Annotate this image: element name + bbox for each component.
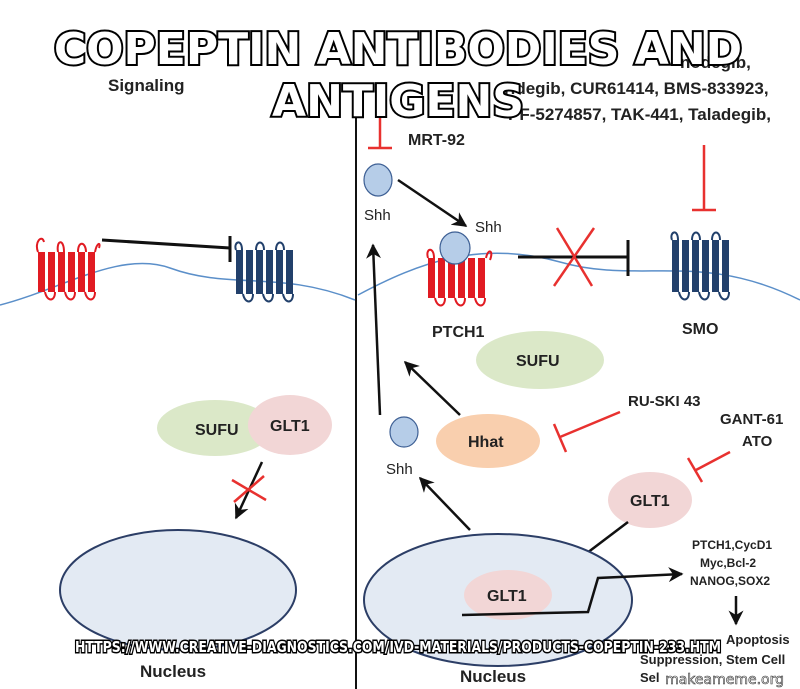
meme-top-line2: ANTIGENS [272,76,524,127]
targets-line3: NANOG,SOX2 [690,574,770,588]
secretion-arrow [366,243,382,416]
hhat-ellipse [436,414,540,468]
shh-bound-circle [439,231,471,265]
left-nucleus-label: Nucleus [140,662,206,681]
outcome-suppression: Suppression, [640,652,722,667]
ato-label: ATO [742,433,773,450]
left-smo-receptor [234,241,294,303]
left-ptch1-receptor [35,237,101,301]
glt1-cyto-ellipse [608,472,692,528]
left-glt1-label: GLT1 [270,418,310,435]
left-nucleus [59,529,297,651]
shh-bound-label: Shh [475,219,502,236]
ruski-label: RU-SKI 43 [628,393,701,410]
right-sufu-label: SUFU [516,353,560,370]
targets-line1: PTCH1,CycD1 [692,538,772,552]
left-sufu-ellipse [157,400,273,456]
ptch1-label: PTCH1 [432,324,485,341]
mrt-label: MRT-92 [408,132,465,149]
outcome-stem: Stem Cell [726,652,785,667]
glt1-cyto-label: GLT1 [630,493,670,510]
glt1-nuc-ellipse [464,570,552,620]
hhat-to-shh-arrow [403,360,461,416]
right-sufu-ellipse [476,331,604,389]
right-membrane [357,252,800,301]
gant-inhibitor-bar [686,457,704,483]
gant-label: GANT-61 [720,411,783,428]
right-smo-receptor [670,231,730,301]
ptch-inhibits-smo-line [101,238,231,250]
shh-top-label: Shh [364,207,391,224]
outcome-apoptosis: Apoptosis [726,632,790,647]
watermark: makeameme.org [665,672,784,688]
signaling-label: Signaling [108,76,185,95]
ruski-inhibitor-line [559,410,621,439]
drug-list-line1: nodegib, [680,53,751,72]
right-ptch1-receptor [426,248,493,307]
smo-label: SMO [682,321,718,338]
shh-free-label: Shh [386,461,413,478]
shh-top-circle [363,163,393,197]
hhat-label: Hhat [468,434,504,451]
gant-inhibitor-line [695,450,731,472]
transcription-arrow [461,567,684,617]
shh-free-circle [389,416,419,448]
glt1-nuc-label: GLT1 [487,588,527,605]
left-glt1-ellipse [248,395,332,455]
ruski-inhibitor-bar [552,423,568,453]
right-nucleus-label: Nucleus [460,667,526,686]
shh-to-ptch-arrow [397,178,468,228]
meme-bottom-url: HTTPS://WWW.CREATIVE-DIAGNOSTICS.COM/IVD… [75,638,721,656]
meme-top-line1: COPEPTIN ANTIBODIES AND [54,24,742,75]
drug-list-line3: PF-5274857, TAK-441, Taladegib, [508,105,771,124]
left-membrane [0,262,356,306]
outcome-self: Sel [640,670,660,685]
targets-line2: Myc,Bcl-2 [700,556,756,570]
nucleus-to-shh-arrow [418,476,471,531]
drug-list-line2: ridegib, CUR61414, BMS-833923, [504,79,769,98]
ptch-smo-x2 [552,227,596,287]
left-sufu-label: SUFU [195,422,239,439]
block-x-2 [233,475,265,503]
